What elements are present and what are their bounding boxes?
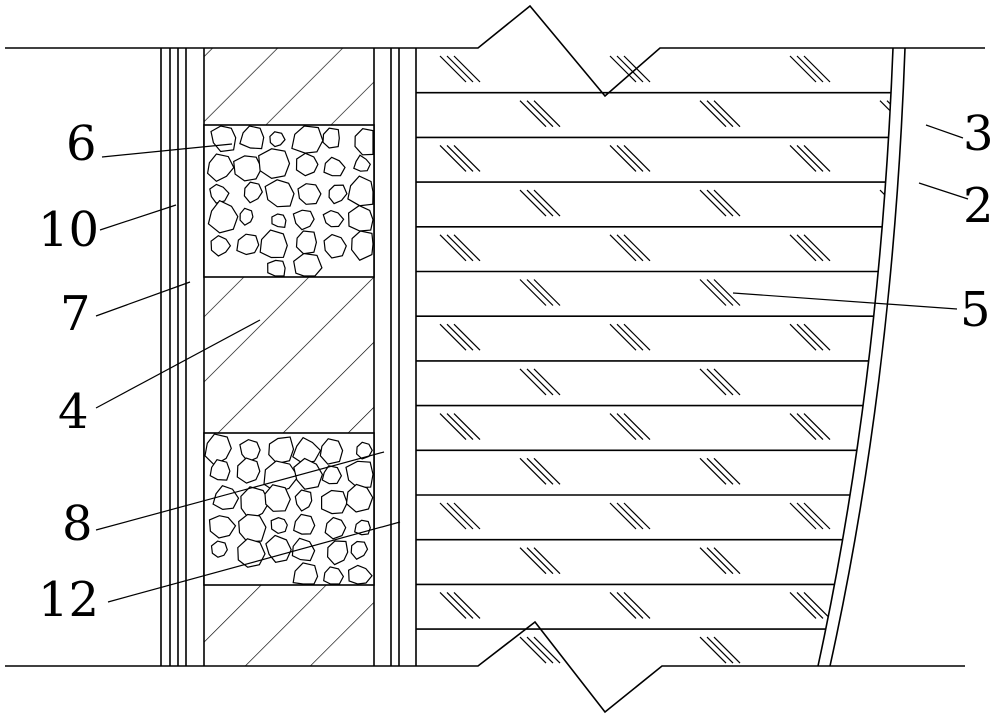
label-10: 10 (38, 202, 99, 258)
outer-wall-layer-10 (161, 48, 170, 666)
bottom-boundary-line (5, 622, 965, 712)
label-12: 12 (38, 572, 99, 628)
label-6: 6 (66, 116, 97, 172)
gravel-block-6-upper (204, 125, 374, 277)
label-2: 2 (963, 178, 994, 234)
label-4: 4 (58, 384, 89, 440)
inner-wall-layer-7 (178, 48, 186, 666)
top-boundary-line (5, 6, 985, 96)
gravel-block-6-lower (204, 433, 374, 585)
separator-layer-12 (399, 48, 416, 666)
label-7: 7 (60, 286, 91, 342)
label-8: 8 (62, 496, 93, 552)
label-5: 5 (960, 282, 991, 338)
layered-region-5 (416, 56, 960, 663)
curved-surface-3 (830, 48, 905, 666)
label-3: 3 (963, 106, 994, 162)
